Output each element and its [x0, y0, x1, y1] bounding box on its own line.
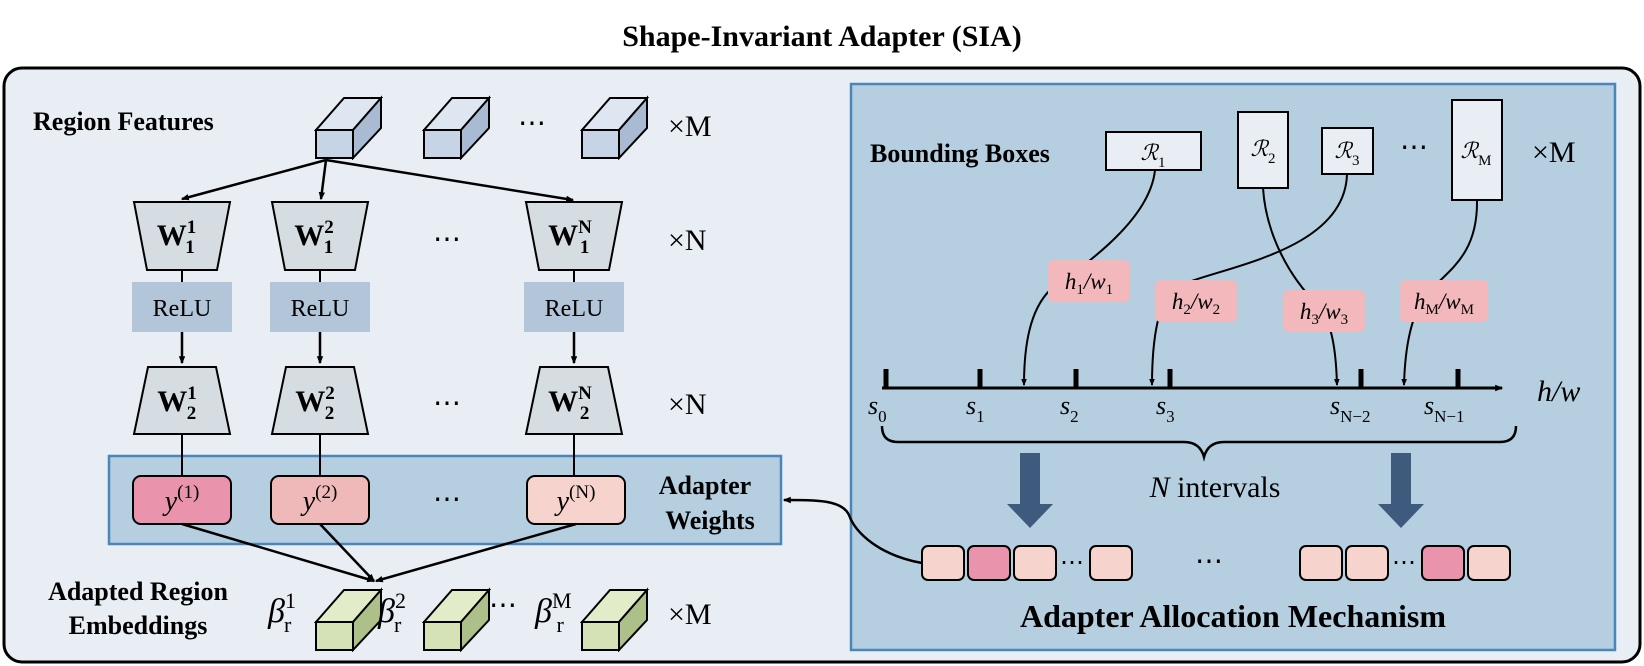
axis-ticks [883, 369, 1461, 388]
allocation-arrow-left [1007, 453, 1053, 528]
svg-text:WN2: WN2 [548, 383, 592, 424]
adapter-weights-label: Adapter [659, 471, 751, 500]
arrow-feature-w1-2 [318, 159, 328, 201]
intervals-label: N intervals [1149, 471, 1281, 504]
relu-n: ReLU [524, 282, 624, 332]
ellipsis: ⋯ [1400, 132, 1428, 163]
arrow-y2-embedding [319, 523, 375, 582]
region-box-3: ℛ3 [1321, 127, 1374, 175]
adapter-weight-y1: y(1) [132, 475, 232, 525]
allocation-arrow-right [1378, 453, 1424, 528]
adapter-weights-label: Weights [665, 506, 755, 535]
region-box-1: ℛ1 [1105, 131, 1202, 171]
svg-text:y(2): y(2) [300, 482, 338, 517]
ratio-label-3: h3/w3 [1283, 290, 1365, 332]
ratio-label-2: h2/w2 [1155, 280, 1237, 322]
tick-s3: s3 [1156, 391, 1175, 426]
arrow-feature-w1-n [325, 158, 575, 203]
svg-text:W12: W12 [157, 383, 197, 424]
adapter-weight-y2: y(2) [270, 475, 370, 525]
mechanism-label: Adapter Allocation Mechanism [1020, 598, 1446, 634]
intervals-brace [880, 425, 1518, 462]
ellipsis: ⋯ [518, 108, 546, 139]
times-m-embeddings: ×M [668, 598, 712, 631]
svg-text:W11: W11 [157, 217, 196, 258]
arrow-yn-embedding [374, 522, 577, 583]
ellipsis: ⋯ [433, 388, 461, 419]
tick-s0: s0 [868, 391, 887, 426]
adapter-weight-yn: y(N) [526, 475, 626, 525]
allocation-group-1: ⋯ [921, 545, 1133, 581]
svg-text:h3/w3: h3/w3 [1300, 299, 1348, 328]
ellipsis: ⋯ [1195, 546, 1223, 577]
arrow-y1-embedding [181, 522, 376, 583]
times-m-features: ×M [668, 110, 712, 143]
svg-text:ReLU: ReLU [291, 296, 350, 322]
allocation-group-2: ⋯ [1299, 545, 1511, 581]
times-n-w2: ×N [668, 388, 707, 421]
svg-text:ℛM: ℛM [1461, 138, 1492, 169]
relu-2: ReLU [270, 282, 370, 332]
svg-text:ℛ1: ℛ1 [1140, 140, 1165, 171]
ratio-label-1: h1/w1 [1048, 260, 1130, 302]
times-n-w1: ×N [668, 224, 707, 257]
ratio-label-m: hM/wM [1400, 280, 1488, 322]
svg-text:W22: W22 [295, 383, 335, 424]
adapted-embeddings-label: Embeddings [69, 611, 208, 640]
svg-text:h2/w2: h2/w2 [1172, 289, 1220, 318]
region-box-m: ℛM [1451, 99, 1503, 201]
tick-s2: s2 [1060, 391, 1079, 426]
svg-text:⋯: ⋯ [1060, 550, 1084, 576]
tick-sn-2: sN−2 [1330, 391, 1371, 426]
tick-s1: s1 [966, 391, 985, 426]
arrow-feature-w1-1 [180, 158, 327, 201]
times-m-boxes: ×M [1532, 136, 1576, 169]
svg-text:y(N): y(N) [554, 482, 596, 517]
axis-label: h/w [1537, 375, 1580, 408]
ellipsis: ⋯ [489, 590, 517, 621]
ellipsis: ⋯ [433, 484, 461, 515]
ellipsis: ⋯ [433, 224, 461, 255]
svg-text:y(1): y(1) [162, 482, 200, 517]
region-features-label: Region Features [33, 107, 214, 136]
svg-text:WN1: WN1 [548, 217, 592, 258]
svg-text:ReLU: ReLU [545, 296, 604, 322]
svg-text:W21: W21 [294, 217, 334, 258]
relu-1: ReLU [132, 282, 232, 332]
svg-text:ℛ3: ℛ3 [1334, 138, 1359, 169]
svg-text:ℛ2: ℛ2 [1250, 136, 1275, 167]
adapted-embeddings-label: Adapted Region [48, 577, 228, 606]
svg-text:hM/wM: hM/wM [1414, 289, 1474, 318]
tick-sn-1: sN−1 [1424, 391, 1465, 426]
diagram-title: Shape-Invariant Adapter (SIA) [622, 20, 1022, 53]
region-box-2: ℛ2 [1237, 111, 1289, 189]
arrow-allocation-to-weights [782, 496, 923, 565]
svg-text:ReLU: ReLU [153, 296, 212, 322]
svg-text:h1/w1: h1/w1 [1065, 269, 1113, 298]
bounding-boxes-label: Bounding Boxes [870, 139, 1050, 168]
svg-text:⋯: ⋯ [1392, 550, 1416, 576]
